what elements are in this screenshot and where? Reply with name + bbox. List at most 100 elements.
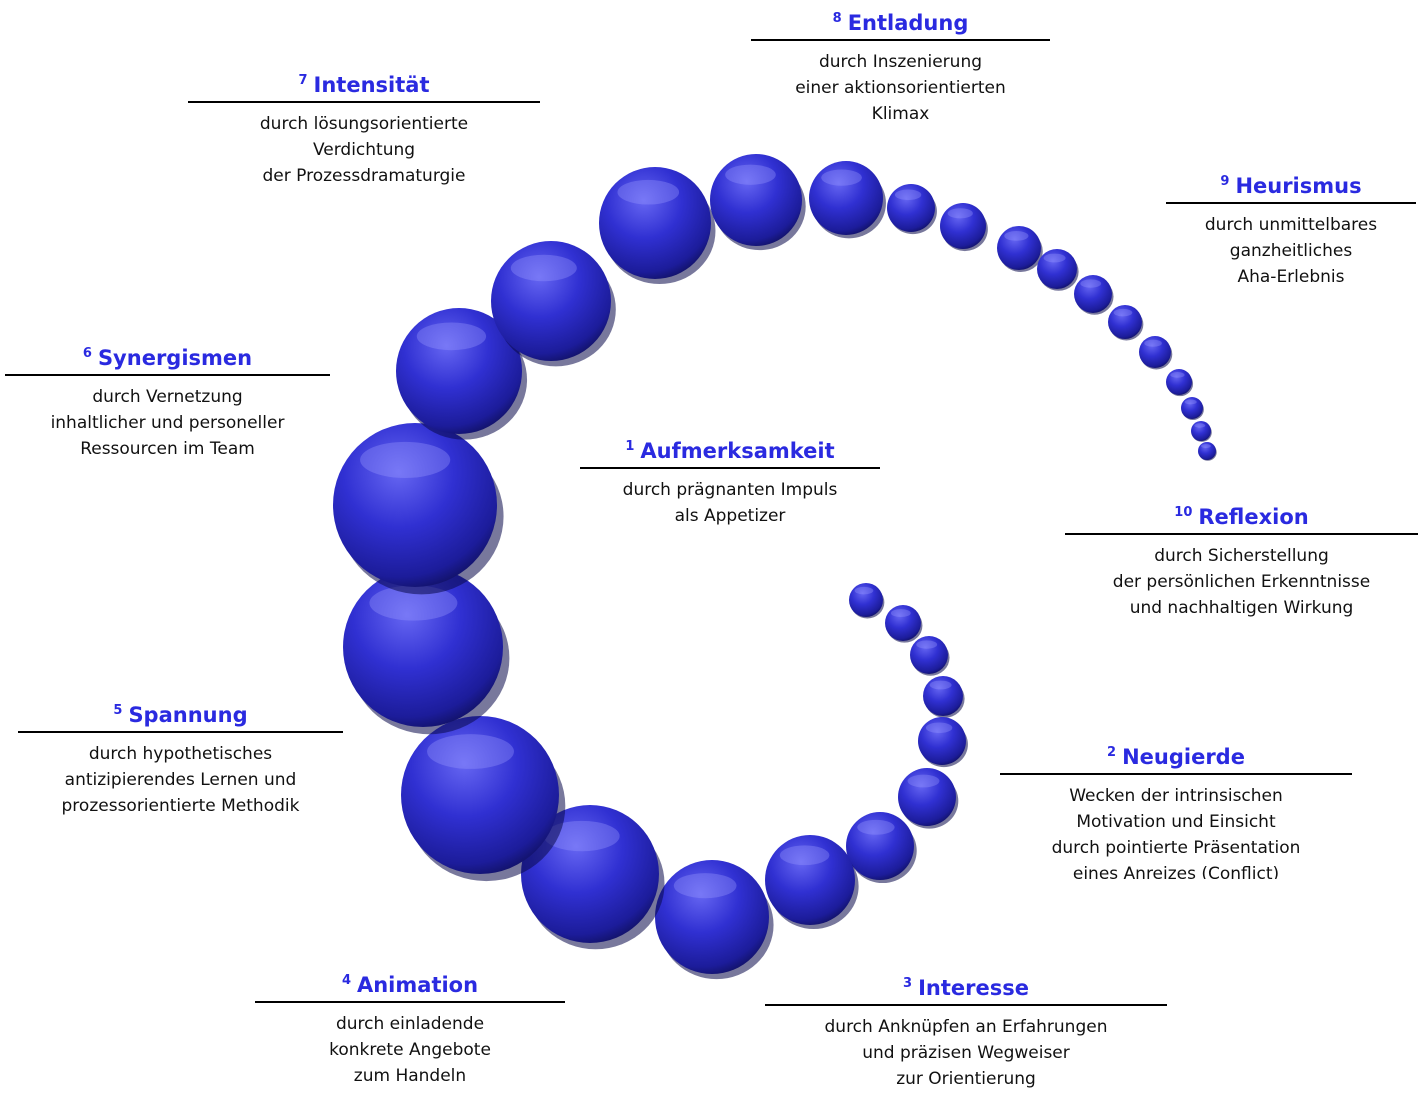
bubble-highlight	[1113, 308, 1133, 317]
spiral-bubble	[887, 184, 935, 232]
description-line: konkrete Angebote	[329, 1040, 491, 1060]
stage-number: 10	[1174, 505, 1193, 520]
stage-title: Spannung	[128, 703, 248, 727]
stage-description: durch unmittelbares ganzheitliches Aha-E…	[1166, 212, 1416, 290]
spiral-bubble	[599, 167, 711, 279]
description-line: durch einladende	[335, 1014, 485, 1034]
spiral-bubble	[809, 161, 883, 235]
divider	[18, 731, 343, 733]
stage-description: Wecken der intrinsischen Motivation und …	[1000, 783, 1352, 879]
bubble-highlight	[854, 586, 874, 595]
stage-title: Aufmerksamkeit	[640, 439, 835, 463]
description-line: und nachhaltigen Wirkung	[1129, 598, 1354, 618]
description-line: Klimax	[871, 104, 930, 124]
stage-number: 9	[1220, 174, 1230, 189]
spiral-bubble	[343, 567, 503, 727]
description-line: durch Sicherstellung	[1154, 546, 1329, 566]
stage-title: Reflexion	[1198, 505, 1309, 529]
stage-description: durch Vernetzung inhaltlicher und person…	[5, 384, 330, 462]
description-line: Ressourcen im Team	[80, 439, 255, 459]
stage-number: 7	[298, 73, 308, 88]
spiral-bubble	[846, 812, 914, 880]
spiral-bubble	[1191, 421, 1211, 441]
spiral-bubble	[655, 860, 769, 974]
bubble-highlight	[779, 845, 830, 866]
stage-title: Neugierde	[1122, 745, 1245, 769]
spiral-bubble	[898, 768, 956, 826]
description-line: der persönlichen Erkenntnisse	[1112, 572, 1371, 592]
bubble-highlight	[673, 873, 737, 899]
stage-description: durch hypothetisches antizipierendes Ler…	[18, 741, 343, 819]
bubble-highlight	[947, 208, 973, 219]
stage-title: Heurismus	[1235, 174, 1362, 198]
description-line: Wecken der intrinsischen	[1069, 786, 1283, 806]
divider	[1065, 533, 1418, 535]
stage-block-4: 4 Animation durch einladende konkrete Ang…	[255, 971, 565, 1089]
spiral-bubble	[923, 676, 963, 716]
stage-title: Animation	[356, 973, 479, 997]
bubble-highlight	[1144, 339, 1162, 347]
stage-description: durch Inszenierung einer aktionsorientie…	[751, 49, 1050, 127]
description-line: durch Inszenierung	[818, 52, 983, 72]
divider	[255, 1001, 565, 1003]
bubble-highlight	[1043, 253, 1066, 263]
stage-title: Synergismen	[97, 346, 253, 370]
stage-block-10: 10 Reflexion durch Sicherstellung der per…	[1065, 503, 1418, 621]
spiral-bubble	[885, 605, 921, 641]
stage-heading-9: 9 Heurismus	[1166, 172, 1416, 200]
description-line: Verdichtung	[312, 140, 416, 160]
spiral-bubble	[997, 226, 1041, 270]
stage-block-9: 9 Heurismus durch unmittelbares ganzheitl…	[1166, 172, 1416, 290]
stage-block-6: 6 Synergismen durch Vernetzung inhaltlich…	[5, 344, 330, 462]
bubble-highlight	[360, 441, 451, 478]
stage-description: durch lösungsorientierte Verdichtung der…	[188, 111, 540, 189]
bubble-highlight	[1184, 399, 1197, 405]
description-line: durch Anknüpfen an Erfahrungen	[824, 1017, 1108, 1037]
bubble-highlight	[1080, 279, 1102, 288]
description-line: durch lösungsorientierte	[259, 114, 469, 134]
spiral-bubble	[1166, 369, 1192, 395]
stage-number: 6	[82, 346, 92, 361]
spiral-bubble	[396, 308, 522, 434]
bubble-highlight	[1170, 371, 1185, 378]
spiral-bubble	[401, 716, 559, 874]
spiral-bubble	[710, 154, 802, 246]
stage-number: 8	[832, 11, 842, 26]
description-line: eines Anreizes (Conflict)	[1072, 864, 1280, 879]
bubble-highlight	[369, 585, 458, 621]
stage-number: 4	[341, 973, 351, 988]
description-line: ganzheitliches	[1229, 241, 1353, 261]
bubble-highlight	[427, 734, 514, 769]
spiral-bubble	[849, 583, 883, 617]
description-line: durch hypothetisches	[88, 744, 273, 764]
spiral-bubble	[940, 203, 986, 249]
stage-description: durch prägnanten Impuls als Appetizer	[580, 477, 880, 529]
description-line: Aha-Erlebnis	[1237, 267, 1345, 287]
stage-number: 3	[903, 976, 913, 991]
stage-block-1: 1 Aufmerksamkeit durch prägnanten Impuls …	[580, 437, 880, 529]
stage-description: durch einladende konkrete Angebote zum H…	[255, 1011, 565, 1089]
stage-number: 1	[625, 439, 635, 454]
stage-description: durch Anknüpfen an Erfahrungen und präzi…	[765, 1014, 1167, 1092]
description-line: zum Handeln	[353, 1066, 467, 1086]
bubble-highlight	[821, 169, 862, 186]
description-line: zur Orientierung	[896, 1069, 1036, 1089]
spiral-bubble	[910, 636, 948, 674]
bubble-highlight	[894, 189, 922, 201]
spiral-bubble	[918, 717, 966, 765]
stage-heading-4: 4 Animation	[255, 971, 565, 999]
divider	[5, 374, 330, 376]
spiral-bubble	[1074, 275, 1112, 313]
description-line: einer aktionsorientierten	[795, 78, 1006, 98]
bubble-highlight	[1200, 444, 1211, 449]
spiral-bubble	[1108, 305, 1142, 339]
bubble-highlight	[1194, 423, 1206, 428]
